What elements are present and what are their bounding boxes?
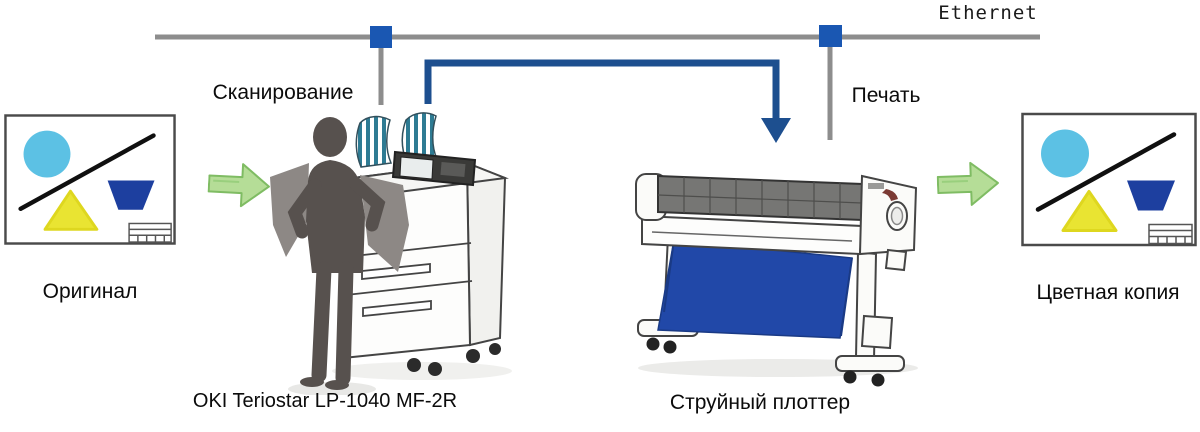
plotter-machine-image — [635, 173, 918, 387]
original-document-image — [4, 112, 176, 247]
control-panel — [391, 150, 477, 187]
plotter-casters — [646, 337, 885, 387]
plotter-body — [635, 173, 918, 272]
mfp-casters — [407, 343, 501, 376]
mfp-shadow — [332, 362, 512, 380]
flow-arrow-right-icon — [935, 160, 1001, 208]
ethernet-tap-right-icon — [819, 25, 842, 47]
ethernet-label: Ethernet — [938, 2, 1038, 24]
paper-drawers — [344, 242, 473, 317]
mfp-machine-image — [270, 112, 512, 395]
scanned-sheets-icon — [355, 112, 439, 168]
mfp-label: OKI Teriostar LP-1040 MF-2R — [192, 390, 458, 412]
printing-label: Печать — [851, 84, 921, 107]
plotter-label: Струйный плоттер — [669, 391, 851, 414]
plotter-basket — [657, 239, 853, 339]
ethernet-tap-left-icon — [370, 26, 392, 48]
mesh-segments — [657, 177, 863, 219]
scan-to-print-arrow-icon — [424, 59, 791, 143]
scanning-label: Сканирование — [212, 81, 354, 104]
media-roll-end — [858, 174, 918, 272]
color-copy-document-image — [1021, 112, 1197, 247]
operator-silhouette — [287, 117, 386, 390]
color-copy-label: Цветная копия — [1036, 281, 1180, 304]
original-label: Оригинал — [42, 280, 138, 303]
